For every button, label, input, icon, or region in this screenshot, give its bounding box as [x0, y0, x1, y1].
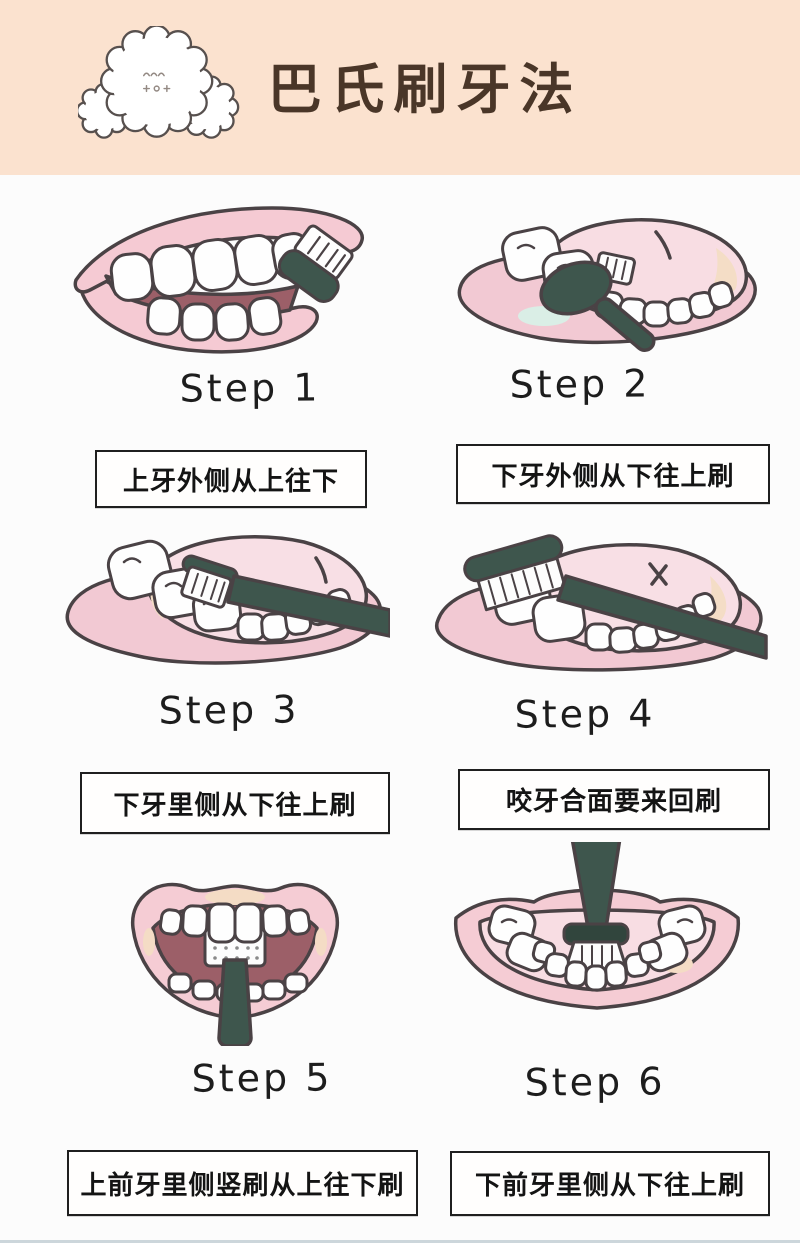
step-label-4: Step 4 — [514, 691, 656, 737]
caption-box-1: 上牙外侧从上往下 — [95, 450, 367, 508]
step-label-2: Step 2 — [509, 361, 651, 407]
toothbrush-icon — [277, 224, 354, 303]
step-label-5: Step 5 — [191, 1055, 333, 1101]
dog-face-marks — [142, 72, 171, 93]
upper-teeth-row — [158, 902, 312, 944]
corner-shade-left — [143, 928, 155, 956]
cloud-main-body — [99, 26, 214, 138]
front-teeth-row — [531, 939, 663, 992]
header-band: 巴氏刷牙法 — [0, 0, 800, 175]
illustration-step-1 — [73, 206, 364, 354]
palate-shade — [205, 889, 265, 905]
caption-box-2: 下牙外侧从下往上刷 — [456, 444, 770, 504]
page-title: 巴氏刷牙法 — [267, 58, 583, 121]
illustration-step-4 — [434, 534, 768, 672]
corner-shade-right — [315, 928, 327, 956]
toothbrush-icon — [463, 534, 768, 660]
illustration-step-5 — [131, 882, 339, 1046]
caption-box-6: 下前牙里侧从下往上刷 — [450, 1151, 770, 1216]
illustration-step-6 — [453, 842, 741, 1010]
step-label-1: Step 1 — [179, 365, 321, 411]
toothbrush-handle — [217, 958, 253, 1046]
illustration-step-3 — [65, 535, 390, 665]
gum-crease — [654, 230, 672, 260]
caption-box-3: 下牙里侧从下往上刷 — [80, 772, 390, 834]
gum-crease — [314, 556, 328, 584]
caption-box-5: 上前牙里侧竖刷从上往下刷 — [67, 1150, 418, 1216]
bottom-edge-divider — [0, 1240, 800, 1243]
step-label-6: Step 6 — [524, 1059, 666, 1105]
fluffy-dog-cloud-icon — [78, 26, 240, 139]
toothbrush-icon — [539, 251, 656, 352]
illustration-step-2 — [457, 218, 757, 352]
toothbrush-icon — [180, 554, 390, 638]
lower-teeth-row — [146, 296, 283, 342]
step-label-3: Step 3 — [158, 687, 300, 733]
gum-crease — [648, 562, 668, 586]
front-teeth-row — [593, 281, 735, 328]
caption-box-4: 咬牙合面要来回刷 — [458, 769, 770, 830]
